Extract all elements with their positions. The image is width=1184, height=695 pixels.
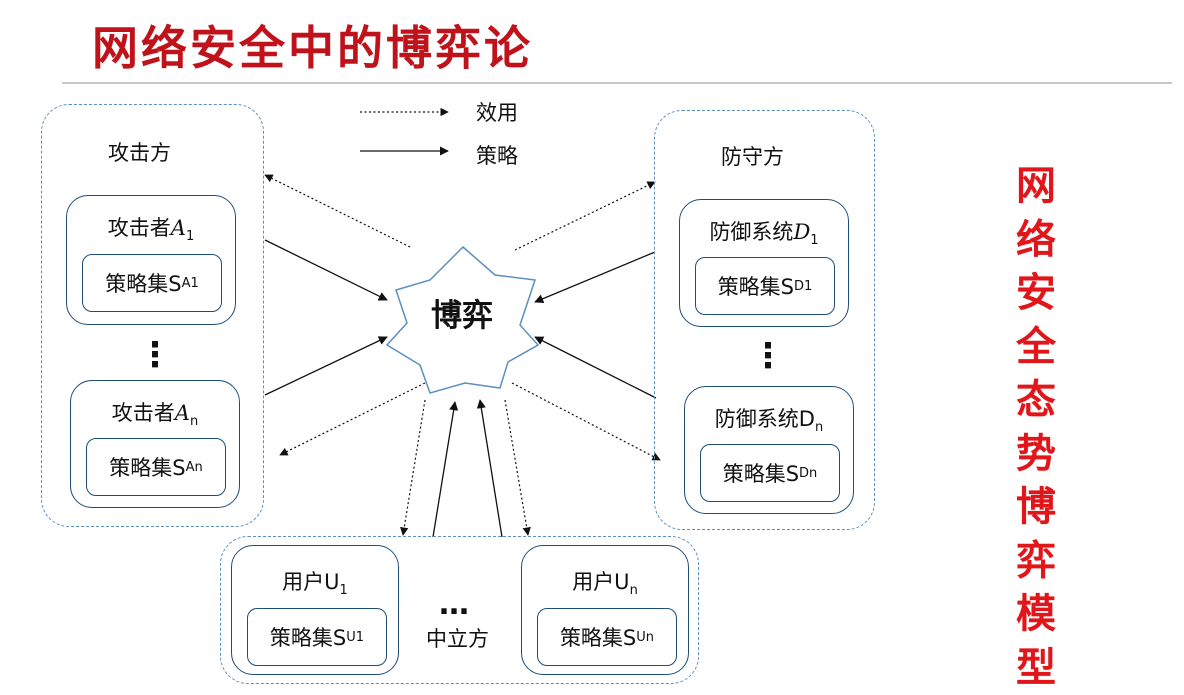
strategy-arrow-from-dn xyxy=(535,337,656,398)
neutral-un-name: 用户Un xyxy=(522,568,688,605)
utility-arrow-to-an xyxy=(280,383,425,455)
utility-arrow-to-attackers xyxy=(265,175,410,247)
strategy-arrow-from-an xyxy=(265,337,387,395)
neutral-group-label: 中立方 xyxy=(426,625,489,653)
attacker-group-label: 攻击方 xyxy=(108,139,171,167)
strategy-arrow-from-d1 xyxy=(535,252,655,302)
game-center-label: 博弈 xyxy=(402,296,522,336)
legend-strategy-label: 策略 xyxy=(476,142,518,170)
strategy-arrow-from-u1 xyxy=(433,402,455,537)
defender-d1-name: 防御系统D1 xyxy=(680,218,848,255)
strategy-arrow-from-a1 xyxy=(265,240,387,300)
defender-group-label: 防守方 xyxy=(721,143,784,171)
attacker-ellipsis: ⋮ xyxy=(138,350,158,360)
neutral-u1-name: 用户U1 xyxy=(232,568,398,605)
legend-utility-label: 效用 xyxy=(476,99,518,127)
defender-ellipsis: ⋮ xyxy=(751,351,771,361)
neutral-ellipsis: … xyxy=(439,587,471,622)
utility-arrow-to-u1 xyxy=(403,400,425,535)
defender-dn-name: 防御系统Dn xyxy=(685,405,853,442)
attacker-a1-name: 攻击者A1 xyxy=(67,214,235,251)
utility-arrow-to-dn xyxy=(512,383,660,460)
attacker-an-name: 攻击者An xyxy=(71,399,239,436)
strategy-arrow-from-un xyxy=(480,400,502,537)
utility-arrow-to-defenders xyxy=(515,182,655,250)
utility-arrow-to-un xyxy=(505,400,528,535)
